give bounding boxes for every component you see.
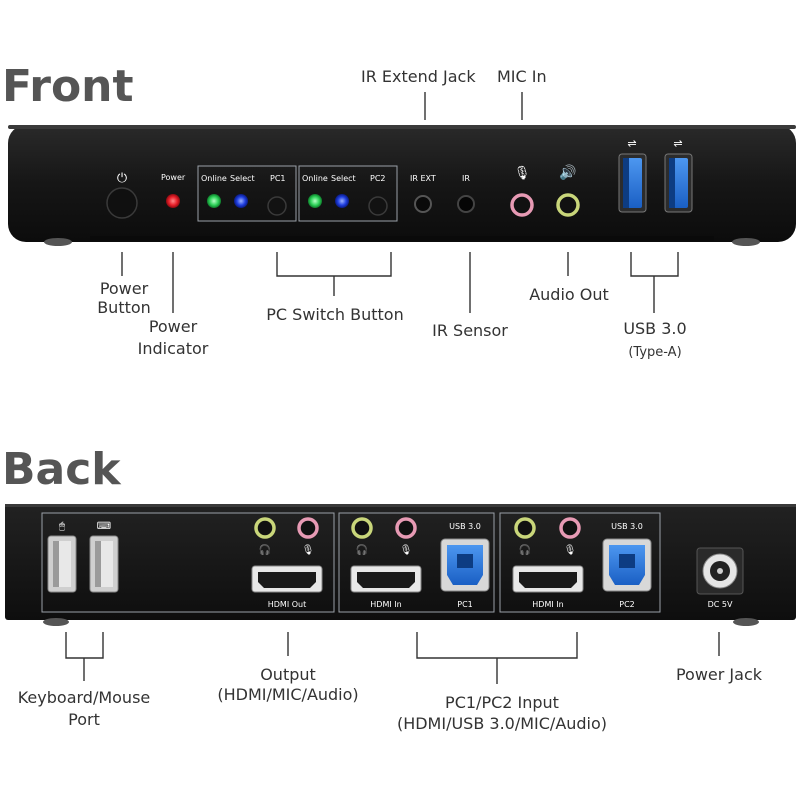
pc1-online-led	[207, 194, 221, 208]
callout-audio-out: Audio Out	[529, 285, 609, 304]
label-hdmi-in-1: HDMI In	[370, 600, 401, 609]
ir-extend-jack[interactable]	[414, 195, 432, 213]
lead-pc-switch	[276, 252, 392, 277]
label-online-1: Online	[201, 174, 227, 183]
pc1-switch-button[interactable]	[267, 196, 287, 216]
label-hdmi-in-2: HDMI In	[532, 600, 563, 609]
pc2-mic-jack[interactable]	[559, 517, 581, 539]
callout-power-indicator-2: Indicator	[138, 339, 209, 358]
label-select-2: Select	[331, 174, 356, 183]
label-usb30-pc1: USB 3.0	[449, 522, 481, 531]
callout-power-indicator-1: Power	[149, 317, 198, 336]
pc2-input-frame	[499, 512, 661, 613]
callout-usb30: USB 3.0	[623, 319, 686, 338]
microphone-icon-pc2: 🎙	[564, 544, 577, 556]
pc1-audio-jack[interactable]	[351, 517, 373, 539]
mouse-icon: 🖱	[59, 520, 65, 532]
lead-input	[416, 632, 578, 659]
label-pc2-back: PC2	[619, 600, 635, 609]
front-chassis	[8, 125, 796, 246]
keyboard-icon: ⌨	[97, 521, 111, 532]
callout-pc-switch-button: PC Switch Button	[266, 305, 403, 324]
pc2-hdmi-in-port[interactable]	[512, 565, 584, 593]
label-dc5v: DC 5V	[708, 600, 733, 609]
callout-power-button-1: Power	[100, 279, 149, 298]
callout-power-jack: Power Jack	[676, 665, 763, 684]
label-pc1: PC1	[270, 174, 286, 183]
lead-usb30	[630, 252, 679, 277]
pc2-usb-b-port[interactable]	[602, 538, 652, 592]
output-group-frame	[41, 512, 335, 613]
label-online-2: Online	[302, 174, 328, 183]
headphone-icon-pc1: 🎧	[356, 543, 368, 556]
label-ir-ext: IR EXT	[410, 174, 436, 183]
callout-ir-extend-jack: IR Extend Jack	[361, 67, 476, 86]
callout-ir-sensor: IR Sensor	[432, 321, 508, 340]
callout-mic-in: MIC In	[497, 67, 547, 86]
microphone-icon-pc1: 🎙	[400, 544, 413, 556]
power-indicator-led	[166, 194, 180, 208]
callout-kbm-port-1: Keyboard/Mouse	[18, 688, 151, 707]
pc1-usb-b-port[interactable]	[440, 538, 490, 592]
callout-output-1: Output	[260, 665, 316, 684]
front-heading: Front	[2, 61, 134, 112]
pc1-mic-jack[interactable]	[395, 517, 417, 539]
usb30-port-2[interactable]	[664, 153, 693, 213]
power-button[interactable]: ⏻	[106, 171, 138, 219]
label-hdmi-out: HDMI Out	[268, 600, 306, 609]
speaker-icon: 🔊	[559, 163, 576, 181]
headphone-icon-pc2: 🎧	[519, 543, 531, 556]
callout-input-2: (HDMI/USB 3.0/MIC/Audio)	[397, 714, 607, 733]
usb30-port-1[interactable]	[618, 153, 647, 213]
microphone-icon-out: 🎙	[302, 544, 315, 556]
callout-input-1: PC1/PC2 Input	[445, 693, 559, 712]
audio-out-jack[interactable]	[556, 193, 580, 217]
pc1-hdmi-in-port[interactable]	[350, 565, 422, 593]
pc2-online-led	[308, 194, 322, 208]
microphone-icon: 🎙	[514, 165, 531, 181]
ir-sensor	[457, 195, 475, 213]
label-select-1: Select	[230, 174, 255, 183]
callout-power-button-2: Button	[97, 298, 151, 317]
label-pc1-back: PC1	[457, 600, 473, 609]
pc2-switch-group: Online Select PC2	[298, 165, 398, 222]
usb-icon-1: ⇌	[627, 137, 636, 150]
pc1-switch-group: Online Select PC1	[197, 165, 297, 222]
callout-kbm-port-2: Port	[68, 710, 100, 729]
dc-power-jack[interactable]	[696, 547, 744, 595]
keyboard-usb-port[interactable]	[89, 535, 119, 593]
back-heading: Back	[2, 444, 122, 495]
back-chassis	[5, 504, 796, 626]
pc2-select-led	[335, 194, 349, 208]
pc2-switch-button[interactable]	[368, 196, 388, 216]
label-ir: IR	[462, 174, 470, 183]
headphone-icon-out: 🎧	[259, 543, 271, 556]
output-mic-jack[interactable]	[297, 517, 319, 539]
mouse-usb-port[interactable]	[47, 535, 77, 593]
callout-usb30-type: (Type-A)	[628, 345, 681, 360]
label-usb30-pc2: USB 3.0	[611, 522, 643, 531]
lead-kbm-port	[65, 632, 104, 659]
label-pc2: PC2	[370, 174, 386, 183]
pc1-select-led	[234, 194, 248, 208]
usb-icon-2: ⇌	[673, 137, 682, 150]
pc2-audio-jack[interactable]	[514, 517, 536, 539]
hdmi-out-port[interactable]	[251, 565, 323, 593]
output-audio-jack[interactable]	[254, 517, 276, 539]
pc1-input-frame	[338, 512, 495, 613]
callout-output-2: (HDMI/MIC/Audio)	[217, 685, 358, 704]
label-power-led: Power	[161, 173, 186, 182]
power-icon: ⏻	[117, 171, 127, 186]
mic-in-jack[interactable]	[510, 193, 534, 217]
